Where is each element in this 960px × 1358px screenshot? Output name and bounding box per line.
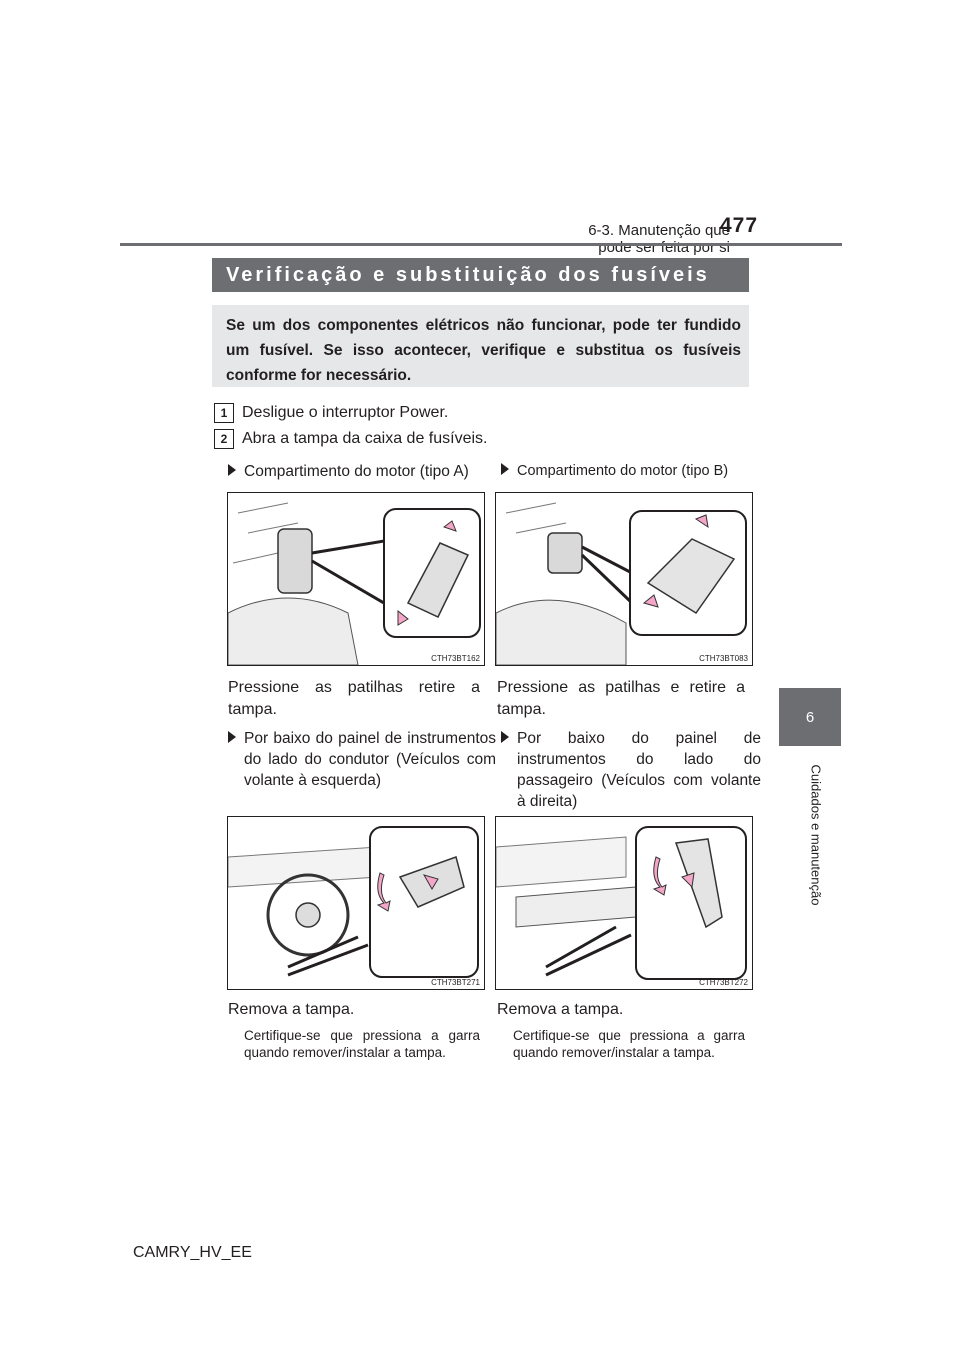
figure-engine-type-a: CTH73BT162	[227, 492, 485, 666]
chapter-label-text: Cuidados e manutenção	[808, 764, 824, 906]
caption-engine-type-b: Pressione as patilhas e retire a tampa.	[497, 679, 745, 718]
header-divider	[120, 243, 842, 246]
triangle-bullet-icon	[228, 731, 236, 743]
chapter-number: 6	[805, 708, 815, 726]
step-text: Desligue o interruptor Power.	[242, 404, 449, 422]
note-passenger-side: Certifique-se que pressiona a garra quan…	[513, 1028, 745, 1060]
step-number: 2	[214, 429, 234, 449]
triangle-bullet-icon	[501, 463, 509, 475]
note-driver-side: Certifique-se que pressiona a garra quan…	[244, 1028, 480, 1060]
caption-passenger-side: Remova a tampa.	[497, 1001, 624, 1018]
chapter-tab: 6	[779, 688, 841, 746]
triangle-bullet-icon	[501, 731, 509, 743]
figure-code: CTH73BT272	[699, 978, 748, 987]
bullet-engine-type-b: Compartimento do motor (tipo B)	[501, 461, 753, 482]
bullet-engine-type-a: Compartimento do motor (tipo A)	[228, 461, 480, 482]
section-title: Verificação e substituição dos fusíveis	[212, 258, 749, 292]
triangle-bullet-icon	[228, 464, 236, 476]
bullet-driver-side: Por baixo do painel de instrumentos do l…	[228, 728, 496, 791]
bullet-passenger-side: Por baixo do painel de instrumentos do l…	[501, 728, 761, 812]
figure-driver-side: CTH73BT271	[227, 816, 485, 990]
caption-driver-side: Remova a tampa.	[228, 1001, 355, 1018]
page-number: 477	[720, 214, 759, 237]
step-1: 1 Desligue o interruptor Power.	[214, 403, 448, 423]
step-text: Abra a tampa da caixa de fusíveis.	[242, 430, 488, 448]
step-2: 2 Abra a tampa da caixa de fusíveis.	[214, 429, 487, 449]
intro-box: Se um dos componentes elétricos não func…	[212, 305, 749, 387]
figure-code: CTH73BT271	[431, 978, 480, 987]
caption-engine-type-a: Pressione as patilhas retire a tampa.	[228, 679, 480, 718]
figure-code: CTH73BT162	[431, 654, 480, 663]
running-header: 6-3. Manutenção que pode ser feita por s…	[588, 222, 730, 256]
chapter-label: Cuidados e manutenção	[806, 755, 826, 915]
figure-engine-type-b: CTH73BT083	[495, 492, 753, 666]
figure-code: CTH73BT083	[699, 654, 748, 663]
footer-model-code: CAMRY_HV_EE	[133, 1244, 252, 1261]
figure-passenger-side: CTH73BT272	[495, 816, 753, 990]
step-number: 1	[214, 403, 234, 423]
